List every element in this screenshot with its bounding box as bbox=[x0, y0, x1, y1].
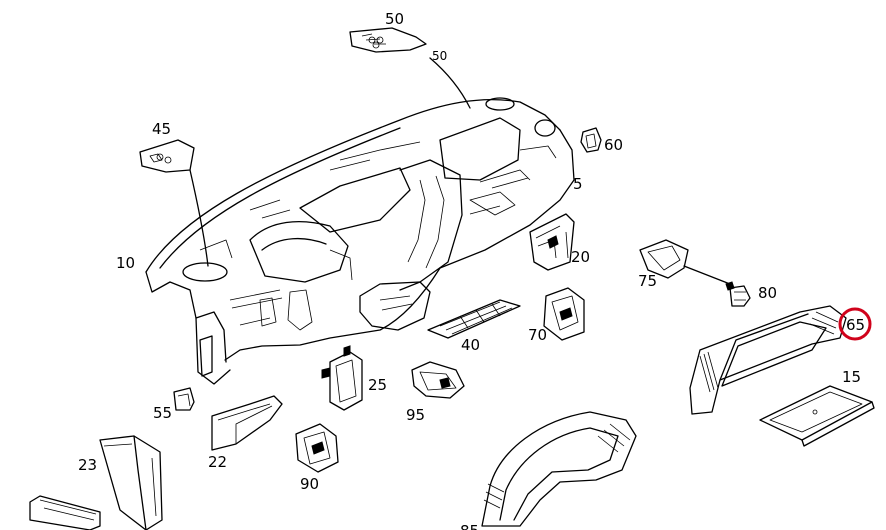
callout-70: 70 bbox=[528, 326, 547, 344]
part-80-clip[interactable] bbox=[725, 281, 751, 307]
part-15-tray[interactable] bbox=[759, 385, 875, 447]
callout-22: 22 bbox=[208, 453, 227, 471]
callout-5: 5 bbox=[573, 175, 583, 193]
part-20-bracket[interactable] bbox=[529, 213, 575, 271]
callout-90: 90 bbox=[300, 475, 319, 493]
part-70-vent[interactable] bbox=[543, 287, 585, 341]
part-65-glovebox-surround[interactable] bbox=[689, 305, 847, 415]
callout-65[interactable]: 65 bbox=[846, 316, 865, 334]
part-55-block[interactable] bbox=[173, 387, 195, 411]
part-85-cluster-surround[interactable] bbox=[481, 411, 637, 527]
callout-95: 95 bbox=[406, 406, 425, 424]
part-95-vent[interactable] bbox=[411, 361, 465, 399]
callout-40: 40 bbox=[461, 336, 480, 354]
callout-55: 55 bbox=[153, 404, 172, 422]
part-23-duct[interactable] bbox=[99, 435, 163, 530]
callout-75: 75 bbox=[638, 272, 657, 290]
part-45-cover[interactable] bbox=[139, 139, 209, 267]
callout-10: 10 bbox=[116, 254, 135, 272]
callout-85: 85 bbox=[460, 522, 479, 530]
part-50-cover-plate[interactable] bbox=[349, 27, 471, 109]
callout-25: 25 bbox=[368, 376, 387, 394]
callout-50: 50 bbox=[385, 10, 404, 28]
callout-50-secondary: 50 bbox=[432, 49, 447, 63]
callout-45: 45 bbox=[152, 120, 171, 138]
callout-15: 15 bbox=[842, 368, 861, 386]
part-90-vent[interactable] bbox=[295, 423, 339, 473]
part-22-duct[interactable] bbox=[211, 395, 283, 451]
part-25-bracket[interactable] bbox=[321, 345, 363, 411]
part-60-clip[interactable] bbox=[580, 127, 602, 153]
part-5-dashboard-carrier[interactable] bbox=[145, 97, 575, 385]
callout-23: 23 bbox=[78, 456, 97, 474]
callout-65-highlight-circle bbox=[838, 307, 872, 341]
callout-60: 60 bbox=[604, 136, 623, 154]
part-40-grille[interactable] bbox=[427, 299, 521, 339]
part-bottom-left-trim bbox=[29, 495, 101, 530]
part-75-vent-housing[interactable] bbox=[639, 239, 731, 285]
callout-80: 80 bbox=[758, 284, 777, 302]
callout-20: 20 bbox=[571, 248, 590, 266]
